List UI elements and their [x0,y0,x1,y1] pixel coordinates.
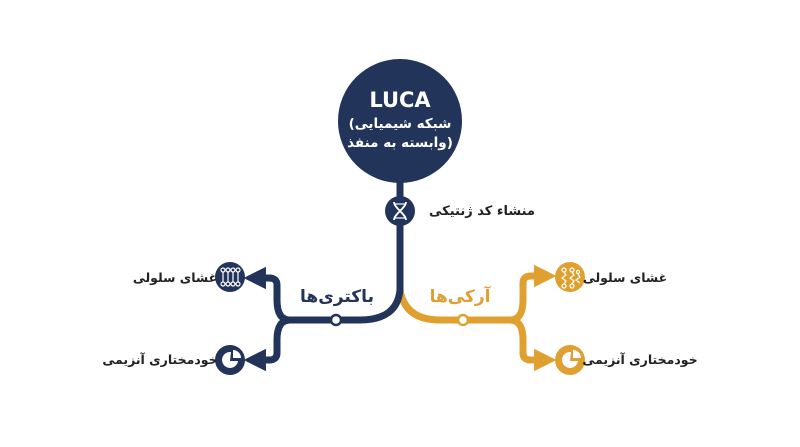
dna-node [385,196,415,226]
archaea-enzyme-label: خودمختاری آنزیمی [582,352,697,367]
archaea-membrane-label: غشای سلولی [583,270,667,285]
bacteria-main-line [243,176,404,324]
bacteria-label: باکتری‌ها [300,287,374,307]
bacteria-enzyme-line [243,316,294,372]
bacteria-membrane-node [215,262,245,292]
luca-node: LUCA (شبکه شیمیایی وابسته به منفذ) [338,59,462,183]
bacteria-junction-node [329,313,343,327]
archaea-enzyme-node [555,345,585,375]
membrane-icon [215,262,245,292]
archaea-label: آرکی‌ها [430,285,492,307]
bacteria-branch [243,176,404,372]
luca-subtitle-line1: (شبکه شیمیایی [349,116,452,132]
archaea-membrane-node [555,262,585,292]
bacteria-enzyme-label: خودمختاری آنزیمی [102,352,217,367]
archaea-main-line [396,264,557,324]
luca-circle [338,59,462,183]
archaea-junction-node [456,313,470,327]
genetic-code-origin-label: منشاء کد ژنتیکی [429,204,535,219]
bacteria-membrane-label: غشای سلولی [133,270,217,285]
luca-title: LUCA [369,88,431,112]
archaea-branch [396,264,557,372]
bacteria-enzyme-node [215,345,245,375]
luca-subtitle-line2: وابسته به منفذ) [347,135,453,151]
archaea-enzyme-line [506,316,557,372]
